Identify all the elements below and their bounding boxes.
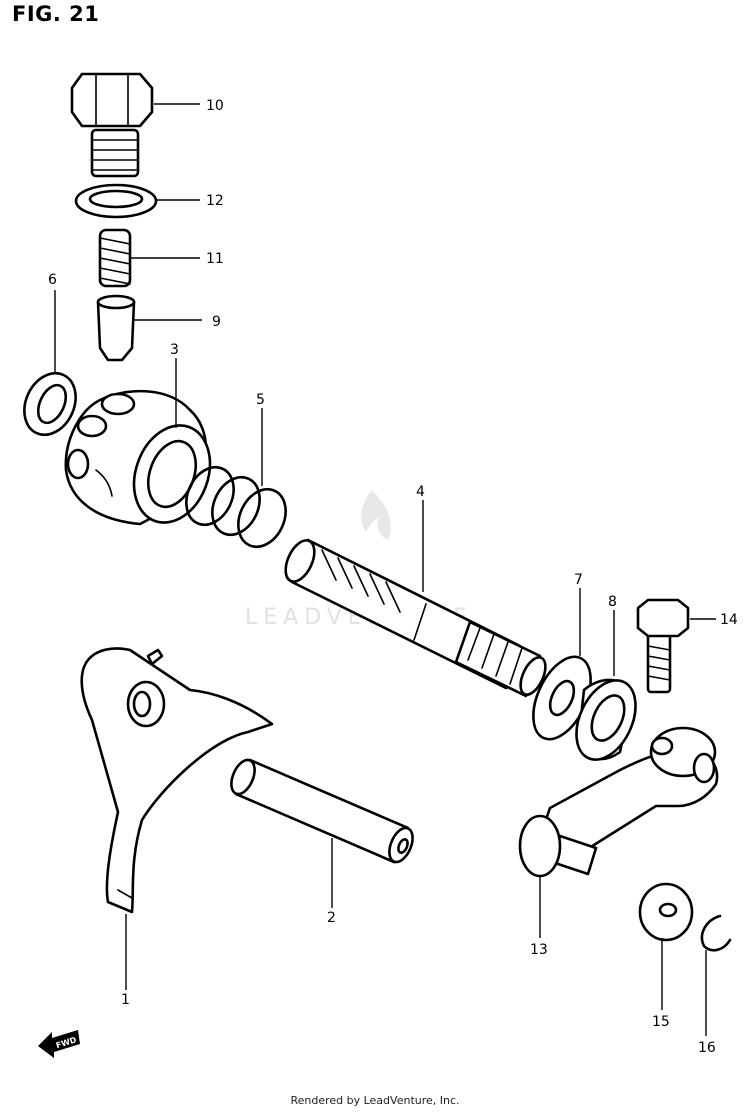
callout-13: 13 [530,942,548,958]
washer-6 [23,371,77,437]
washer-7 [532,655,592,741]
forward-arrow-icon [38,1030,80,1058]
circlip-16 [700,914,732,952]
shaft-2 [230,758,414,864]
callout-9: 9 [212,314,221,330]
callout-5: 5 [256,392,265,408]
footer-credit: Rendered by LeadVenture, Inc. [290,1094,460,1107]
bolt-10 [70,72,154,178]
callout-14: 14 [720,612,738,628]
callout-15: 15 [652,1014,670,1030]
plunger-9 [96,294,136,362]
callout-16: 16 [698,1040,716,1056]
shift-fork-1 [80,647,274,914]
washer-12 [74,183,158,219]
callout-6: 6 [48,272,57,288]
spring-5 [185,465,287,549]
callout-10: 10 [206,98,224,114]
washer-15 [638,882,694,942]
figure-title: FIG. 21 [12,2,100,26]
callout-3: 3 [170,342,179,358]
callout-12: 12 [206,193,224,209]
spring-11 [98,228,132,288]
bolt-14 [636,598,690,694]
shift-shaft-4 [284,538,547,698]
leader-lines [54,103,716,1036]
callout-4: 4 [416,484,425,500]
callout-8: 8 [608,594,617,610]
shift-arm-13 [518,726,719,878]
bearing-8 [575,678,637,761]
shift-cam-3 [64,389,212,526]
callout-1: 1 [121,992,130,1008]
watermark-flame-icon [361,490,391,540]
callout-2: 2 [327,910,336,926]
callout-11: 11 [206,251,224,267]
forward-direction-marker: FWD [38,1030,80,1058]
callout-numbers: 10 12 11 9 6 3 5 4 7 8 14 1 2 13 15 16 [48,98,738,1056]
callout-7: 7 [574,572,583,588]
